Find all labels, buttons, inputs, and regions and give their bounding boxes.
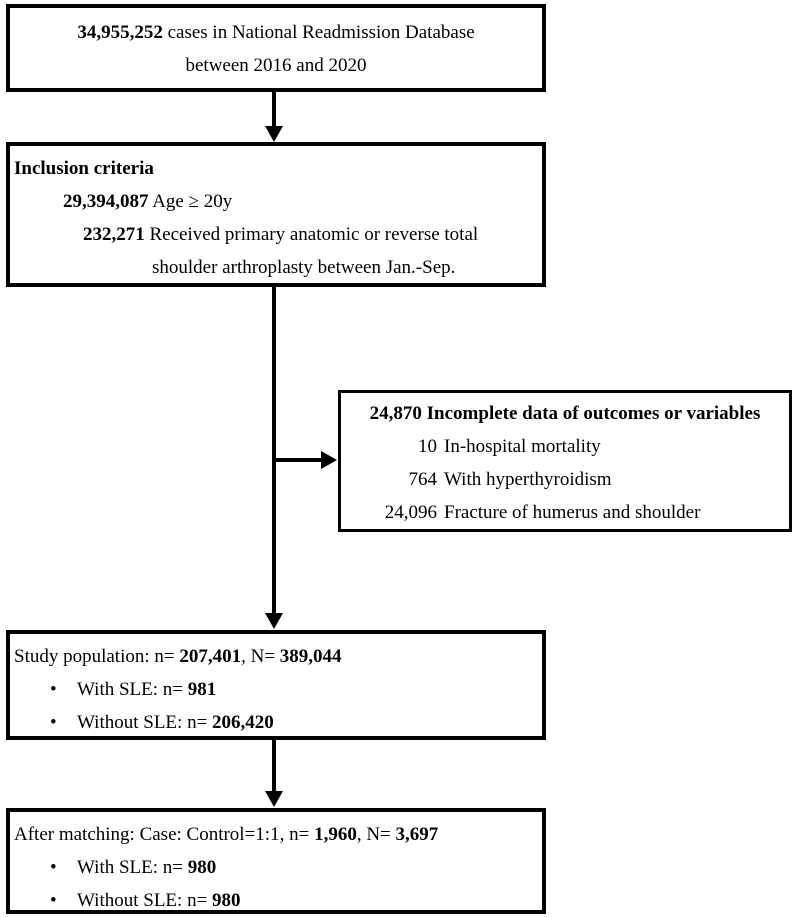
study-population-with-sle: • With SLE: n= 981 — [14, 673, 538, 706]
study-population-n: 207,401 — [179, 646, 242, 667]
connector-1-line — [272, 92, 276, 128]
with-sle-count: 980 — [187, 857, 217, 878]
inclusion-title: Inclusion criteria — [14, 158, 154, 179]
study-population-without-sle: • Without SLE: n= 206,420 — [14, 706, 538, 739]
inclusion-row-procedure-cont: shoulder arthroplasty between Jan.-Sep. — [152, 257, 456, 278]
after-matching-line: After matching: Case: Control=1:1, n= 1,… — [14, 818, 538, 851]
excluded-item-label: Fracture of humerus and shoulder — [444, 502, 701, 523]
excluded-title-line: 24,870 Incomplete data of outcomes or va… — [345, 397, 785, 430]
after-matching-without-sle: • Without SLE: n= 980 — [14, 884, 538, 917]
bullet-icon: • — [50, 890, 57, 911]
excluded-item-count: 10 — [418, 436, 437, 457]
study-population-line: Study population: n= 207,401, N= 389,044 — [14, 640, 538, 673]
box-database: 34,955,252 cases in National Readmission… — [6, 4, 546, 92]
connector-3-line — [272, 738, 276, 794]
procedure-label: Received primary anatomic or reverse tot… — [144, 224, 479, 245]
box-inclusion-criteria: Inclusion criteria 29,394,087 Age ≥ 20y … — [6, 142, 546, 287]
excluded-title: 24,870 Incomplete data of outcomes or va… — [369, 403, 761, 424]
excluded-item-mortality: 10 In-hospital mortality — [345, 430, 785, 463]
connector-2-line — [272, 285, 276, 615]
after-matching-n: 1,960 — [314, 824, 357, 845]
branch-arrowhead-icon — [321, 451, 337, 469]
after-matching-mid: , N= — [356, 824, 396, 845]
box-excluded: 24,870 Incomplete data of outcomes or va… — [338, 390, 792, 532]
study-population-N: 389,044 — [279, 646, 342, 667]
without-sle-label: Without SLE: n= — [77, 890, 213, 911]
inclusion-title-line: Inclusion criteria — [14, 152, 538, 185]
study-population-mid: , N= — [241, 646, 280, 667]
with-sle-label: With SLE: n= — [77, 679, 188, 700]
with-sle-label: With SLE: n= — [77, 857, 188, 878]
excluded-item-count: 764 — [408, 469, 438, 490]
with-sle-count: 981 — [187, 679, 217, 700]
bullet-icon: • — [50, 712, 57, 733]
excluded-item-label: In-hospital mortality — [444, 436, 601, 457]
without-sle-count: 206,420 — [212, 712, 274, 733]
database-count-suffix: cases in National Readmission Database — [162, 22, 475, 43]
age-count: 29,394,087 — [63, 191, 149, 212]
after-matching-intro: After matching: Case: Control=1:1, n= — [14, 824, 315, 845]
branch-line — [274, 458, 323, 462]
procedure-count: 232,271 — [83, 224, 145, 245]
study-population-intro: Study population: n= — [14, 646, 180, 667]
age-label: Age ≥ 20y — [148, 191, 233, 212]
box-after-matching: After matching: Case: Control=1:1, n= 1,… — [6, 808, 546, 914]
bullet-icon: • — [50, 857, 57, 878]
box-study-population: Study population: n= 207,401, N= 389,044… — [6, 630, 546, 740]
database-count: 34,955,252 — [77, 22, 163, 43]
inclusion-row-age: 29,394,087 Age ≥ 20y — [14, 185, 538, 218]
database-line-1: 34,955,252 cases in National Readmission… — [14, 16, 538, 49]
without-sle-label: Without SLE: n= — [77, 712, 213, 733]
connector-1-arrowhead-icon — [265, 126, 283, 142]
excluded-item-fracture: 24,096 Fracture of humerus and shoulder — [345, 496, 785, 529]
without-sle-count: 980 — [212, 890, 241, 911]
connector-3-arrowhead-icon — [265, 791, 283, 807]
bullet-icon: • — [50, 679, 57, 700]
excluded-item-hyperthyroidism: 764 With hyperthyroidism — [345, 463, 785, 496]
after-matching-N: 3,697 — [395, 824, 439, 845]
excluded-item-count: 24,096 — [384, 502, 437, 523]
excluded-item-label: With hyperthyroidism — [444, 469, 612, 490]
connector-2-arrowhead-icon — [265, 613, 283, 629]
after-matching-with-sle: • With SLE: n= 980 — [14, 851, 538, 884]
inclusion-row-procedure: 232,271 Received primary anatomic or rev… — [14, 218, 538, 251]
database-line-2: between 2016 and 2020 — [185, 55, 367, 76]
